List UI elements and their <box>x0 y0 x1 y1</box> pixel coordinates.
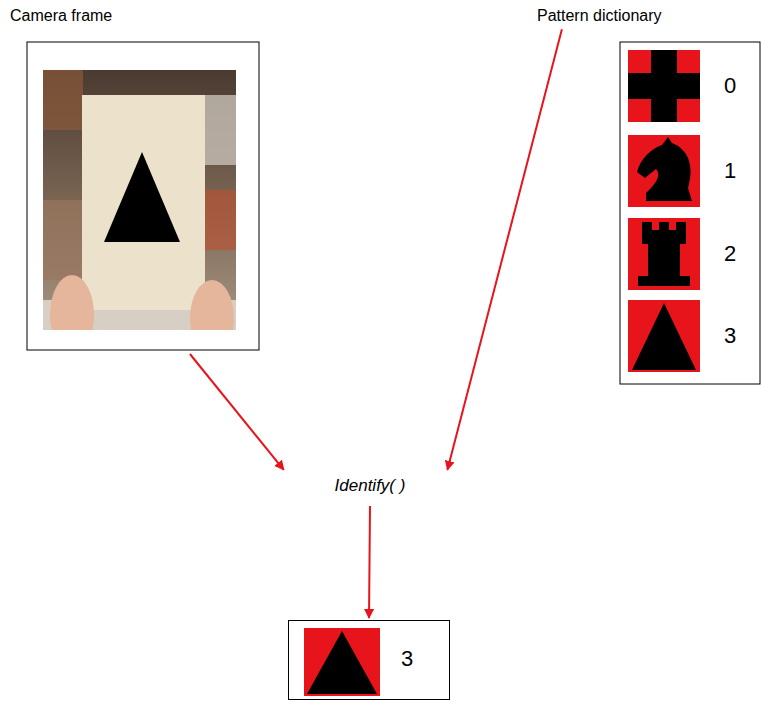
pattern-tile <box>628 50 700 122</box>
dictionary-border <box>620 42 760 384</box>
result-box: 3 <box>288 620 450 700</box>
rook-crenel <box>676 222 686 232</box>
pattern-id: 0 <box>724 73 736 99</box>
flow-arrow <box>447 29 561 470</box>
photo-blur <box>43 70 83 130</box>
knight-shape <box>637 137 692 201</box>
camera-frame-box: Camera frame <box>10 6 262 352</box>
photo-blur <box>205 190 236 250</box>
pattern-id: 1 <box>724 158 736 184</box>
box-heading: Camera frame <box>10 6 112 25</box>
function-node: Identify( ) <box>282 468 458 504</box>
triangle-shape <box>307 631 377 694</box>
photo-blur <box>205 95 236 165</box>
pattern-dictionary-box: Pattern dictionary 0 1 2 3 <box>532 6 761 386</box>
pattern-id: 2 <box>724 241 736 267</box>
pattern-tile <box>628 218 700 290</box>
function-name: Identify( ) <box>282 476 458 496</box>
rook-top <box>642 230 686 244</box>
pattern-tile <box>628 300 700 372</box>
pattern-id: 3 <box>724 323 736 349</box>
rook-body <box>648 242 680 278</box>
photo-finger <box>190 280 234 330</box>
pattern-knight <box>628 135 700 207</box>
photo-blur <box>43 200 83 280</box>
cross-bar <box>651 50 677 122</box>
result-pattern <box>304 628 380 696</box>
flow-arrow <box>369 506 370 618</box>
box-heading: Pattern dictionary <box>537 6 662 25</box>
pattern-tile <box>628 135 700 207</box>
photo-triangle <box>104 152 180 242</box>
pattern-rook <box>628 218 700 290</box>
pattern-id: 3 <box>401 646 413 672</box>
pattern-triangle <box>628 300 700 372</box>
photo-card <box>82 95 205 310</box>
triangle-shape <box>632 303 696 370</box>
rook-crenel <box>642 222 652 232</box>
rook-crenel <box>659 222 669 232</box>
pattern-cross <box>628 50 700 122</box>
flow-arrow <box>190 354 284 470</box>
photo-finger <box>50 275 94 330</box>
camera-photo <box>43 70 236 330</box>
pattern-tile <box>304 628 380 696</box>
